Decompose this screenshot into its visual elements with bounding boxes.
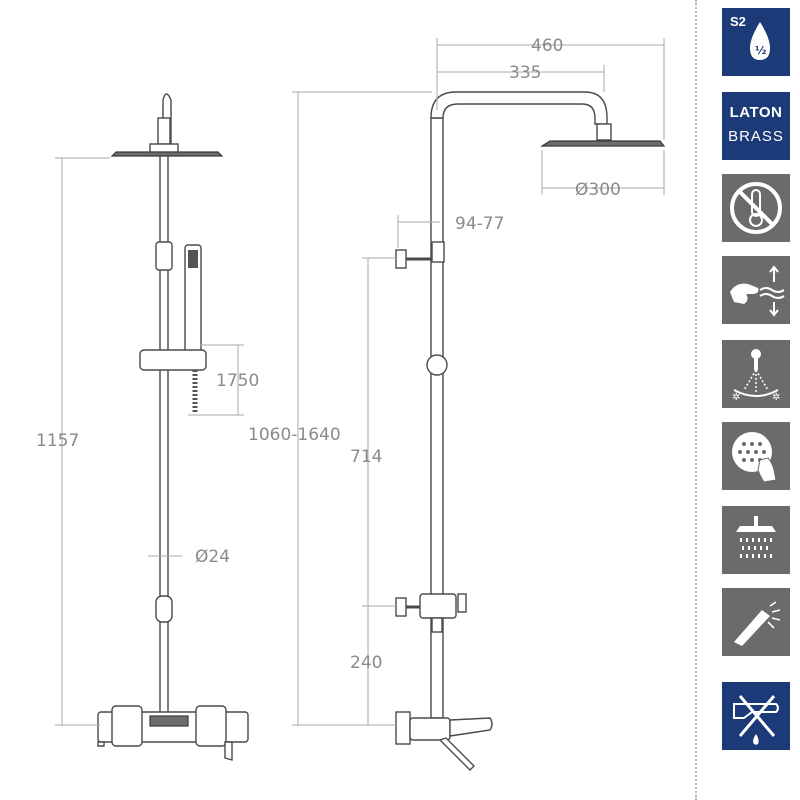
- side-upper-clamp: [431, 241, 445, 263]
- front-head-connector: [157, 117, 171, 145]
- label-bar-diameter: Ø24: [195, 547, 230, 567]
- side-view: [292, 38, 666, 771]
- label-bar-length: 714: [350, 447, 382, 467]
- label-total-height: 1157: [36, 431, 79, 451]
- s2-label: S2: [730, 14, 746, 29]
- front-shower-head: [110, 151, 224, 157]
- svg-text:✲: ✲: [772, 392, 780, 403]
- front-head-base: [149, 143, 179, 153]
- front-mixer-foot: [97, 741, 105, 747]
- no-thermometer-icon: [722, 174, 790, 242]
- label-lower-offset: 240: [350, 653, 382, 673]
- front-mixer-knob-left: [111, 705, 143, 747]
- front-slider-holder: [139, 349, 207, 371]
- front-view: [55, 93, 249, 761]
- side-shower-head: [539, 140, 666, 147]
- label-arm-width: 460: [531, 36, 563, 56]
- front-mixer-lever: [224, 741, 233, 761]
- hand-shower-spray-icon: [722, 588, 790, 656]
- easy-clean-nozzles-icon: [722, 422, 790, 490]
- label-hose-length: 1750: [216, 371, 259, 391]
- side-mixer-lever: [438, 737, 475, 771]
- front-upper-clamp: [155, 241, 173, 271]
- label-height-range: 1060-1640: [248, 425, 341, 445]
- side-top-arm: [430, 91, 608, 125]
- brass-label-top: LATON: [729, 104, 783, 121]
- front-riser-bar: [159, 149, 169, 721]
- front-lower-clamp: [155, 595, 173, 623]
- s2-half-icon: S2 ½: [722, 8, 790, 76]
- brass-label-bottom: BRASS: [728, 128, 784, 145]
- label-head-diameter: Ø300: [575, 180, 621, 200]
- svg-text:½: ½: [755, 44, 766, 57]
- side-slider-knob: [426, 354, 448, 376]
- side-mixer-wall: [395, 711, 411, 745]
- label-arm-inner: 335: [509, 63, 541, 83]
- hand-water-flow-icon: [722, 256, 790, 324]
- side-diverter: [419, 593, 457, 619]
- rain-shower-icon: [722, 506, 790, 574]
- side-head-connector: [596, 123, 612, 141]
- swivel-shower-icon: ✲ ✲: [722, 340, 790, 408]
- front-mixer-knob-right: [195, 705, 227, 747]
- brass-material-icon: LATON BRASS: [722, 92, 790, 160]
- side-lower-wall-mount: [395, 597, 407, 617]
- panel-separator: [695, 0, 697, 800]
- side-mixer-body: [409, 717, 451, 741]
- side-bath-spout: [449, 717, 493, 737]
- water-drop-icon: ½: [750, 22, 770, 60]
- front-hand-shower-nozzle: [188, 250, 198, 268]
- no-bath-spout-icon: [722, 682, 790, 750]
- front-mixer-center: [149, 715, 189, 727]
- label-bracket-offset: 94-77: [455, 214, 504, 234]
- svg-text:✲: ✲: [732, 392, 740, 403]
- side-hose-outlet: [431, 617, 443, 633]
- side-diverter-handle: [457, 593, 467, 613]
- side-upper-wall-mount: [395, 249, 407, 269]
